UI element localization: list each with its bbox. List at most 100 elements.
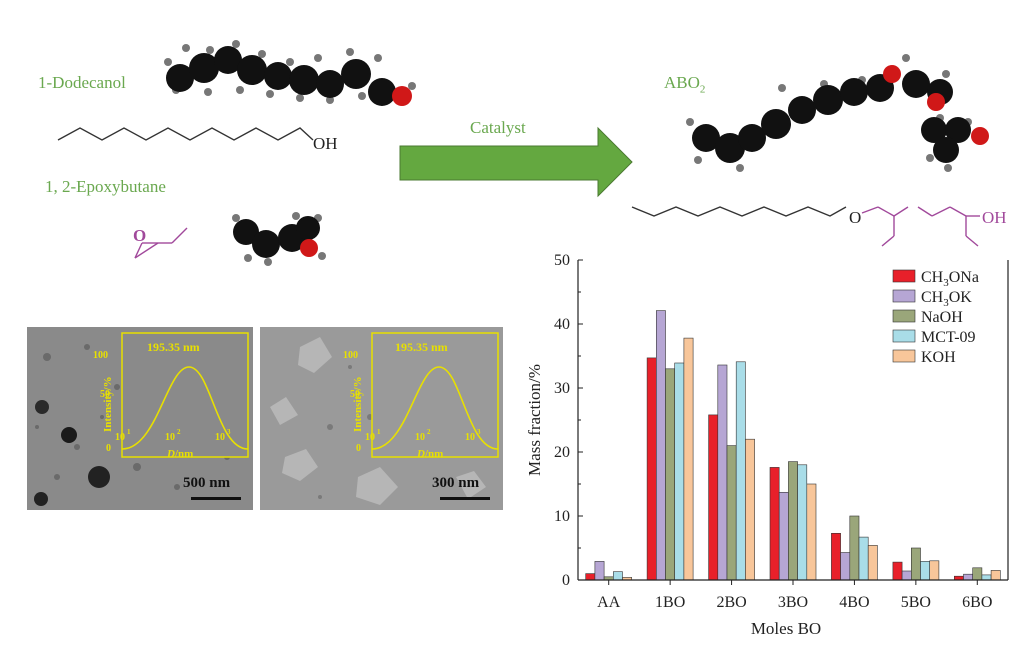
- bar-MCT-09-2BO: [735, 361, 746, 581]
- dodecanol-oh-label: OH: [313, 134, 338, 153]
- bar-KOH-5BO: [929, 560, 940, 581]
- legend-label-part-MCT-09-0: MCT-09: [921, 329, 976, 346]
- x-tick-label-4BO: 4BO: [839, 594, 869, 611]
- x-tick-label-5BO: 5BO: [901, 594, 931, 611]
- sem-left-xtick-base2: 10: [165, 432, 175, 443]
- sem-left-xtick-base1: 10: [115, 432, 125, 443]
- bar-MCT-09-AA: [612, 571, 623, 581]
- sem-right-inset-xlabel: D/nm: [416, 448, 443, 460]
- sem-right-xtick-exp2: 2: [427, 428, 431, 436]
- legend-label-part-CH3OK-0: CH: [921, 289, 944, 306]
- reactant2-label: 1, 2-Epoxybutane: [45, 177, 166, 196]
- reaction-arrow: [399, 126, 633, 198]
- product-molecule-model: [686, 54, 989, 172]
- sem-right-ytick-0: 0: [356, 443, 361, 454]
- dodecanol-structure: [57, 127, 314, 141]
- legend-label-part-CH3OK-2: OK: [949, 289, 973, 306]
- sem-right-xtick-base1: 10: [365, 432, 375, 443]
- sem-image-right: 195.35 nm Intensity/% 100 50 0 10 1 10 2…: [260, 327, 503, 510]
- sem-right-ytick-100: 100: [343, 350, 358, 361]
- sem-left-inset-xlabel-unit: /nm: [174, 448, 193, 460]
- product-label-base: ABO: [664, 73, 700, 92]
- sem-right-xtick-exp3: 3: [477, 428, 481, 436]
- legend-label-MCT-09: MCT-09: [921, 329, 976, 346]
- y-tick-label-40: 40: [554, 316, 570, 333]
- bar-KOH-6BO: [990, 570, 1001, 581]
- product-side-structure: [861, 206, 980, 247]
- sem-right-inset-xlabel-unit: /nm: [424, 448, 443, 460]
- epoxybutane-molecule-model: [232, 212, 326, 266]
- y-tick-label-30: 30: [554, 380, 570, 397]
- sem-left-scale-bar: [191, 497, 241, 500]
- legend-label-KOH: KOH: [921, 349, 956, 366]
- sem-left-inset-ylabel: Intensity/%: [102, 376, 114, 432]
- bar-CH3OK-AA: [594, 561, 605, 581]
- legend-label-part-CH3OK-1: 3: [943, 297, 949, 309]
- sem-right-ytick-50: 50: [350, 389, 360, 400]
- product-oh-label: OH: [982, 208, 1007, 227]
- sem-image-left: 195.35 nm Intensity/% 100 50 0 10 1 10 2…: [27, 327, 253, 510]
- bar-KOH-2BO: [745, 438, 755, 581]
- sem-right-xtick-base3: 10: [465, 432, 475, 443]
- bar-MCT-09-6BO: [981, 574, 992, 581]
- sem-left-inset-xlabel: D/nm: [166, 448, 193, 460]
- sem-left-peak-label: 195.35 nm: [147, 340, 200, 354]
- epoxide-o-label: O: [133, 226, 147, 245]
- sem-image-right-graphic: 195.35 nm Intensity/% 100 50 0 10 1 10 2…: [260, 327, 503, 510]
- y-tick-label-50: 50: [554, 252, 570, 269]
- bar-CH3ONa-5BO: [892, 561, 903, 581]
- bar-CH3ONa-3BO: [769, 467, 780, 581]
- legend-swatch-CH3ONa: [892, 269, 916, 283]
- bar-NaOH-4BO: [849, 515, 860, 581]
- bar-KOH-1BO: [683, 337, 694, 581]
- sem-right-scale-bar: [440, 497, 490, 500]
- bar-NaOH-1BO: [665, 368, 675, 581]
- epoxide-structure: [134, 227, 188, 259]
- sem-right-xtick-base2: 10: [415, 432, 425, 443]
- bar-NaOH-2BO: [726, 445, 737, 581]
- bar-KOH-3BO: [806, 483, 817, 581]
- sem-left-scale-label: 500 nm: [183, 475, 231, 491]
- x-tick-label-2BO: 2BO: [716, 594, 746, 611]
- sem-left-inset-xlabel-var: D: [166, 448, 175, 460]
- legend-swatch-NaOH: [892, 309, 916, 323]
- legend-label-NaOH: NaOH: [921, 309, 963, 326]
- x-tick-label-AA: AA: [597, 594, 621, 611]
- bar-MCT-09-4BO: [858, 536, 869, 581]
- bar-CH3ONa-AA: [585, 573, 596, 581]
- bar-MCT-09-3BO: [797, 464, 808, 581]
- product-label: ABO2: [664, 73, 705, 95]
- y-tick-label-20: 20: [554, 444, 570, 461]
- chart-xlabel: Moles BO: [751, 619, 821, 638]
- legend-label-part-CH3ONa-2: ONa: [949, 269, 979, 286]
- bar-CH3ONa-4BO: [831, 532, 841, 581]
- bar-CH3OK-2BO: [717, 364, 728, 581]
- x-tick-label-3BO: 3BO: [778, 594, 808, 611]
- bar-CH3OK-3BO: [778, 491, 789, 581]
- bar-CH3ONa-2BO: [708, 414, 719, 581]
- sem-right-inset-xlabel-var: D: [416, 448, 425, 460]
- sem-image-left-graphic: 195.35 nm Intensity/% 100 50 0 10 1 10 2…: [27, 327, 253, 510]
- sem-right-size-distribution-curve: [371, 366, 499, 450]
- bar-NaOH-6BO: [972, 567, 983, 581]
- legend-swatch-CH3OK: [892, 289, 916, 303]
- y-tick-label-10: 10: [554, 508, 570, 525]
- bar-NaOH-3BO: [788, 461, 798, 581]
- legend-label-part-NaOH-0: NaOH: [921, 309, 963, 326]
- x-tick-label-1BO: 1BO: [655, 594, 685, 611]
- legend-label-CH3ONa: CH3ONa: [921, 269, 979, 289]
- sem-right-scale-label: 300 nm: [432, 475, 480, 491]
- chart-ylabel: Mass fraction/%: [525, 364, 544, 476]
- bar-CH3OK-6BO: [963, 573, 973, 581]
- legend-label-part-CH3ONa-1: 3: [943, 277, 949, 289]
- sem-left-xtick-base3: 10: [215, 432, 225, 443]
- sem-right-inset-ylabel: Intensity/%: [352, 376, 364, 432]
- bar-NaOH-5BO: [910, 547, 921, 581]
- bar-MCT-09-1BO: [674, 362, 685, 581]
- legend-swatch-MCT-09: [892, 329, 916, 343]
- sem-left-ytick-50: 50: [100, 389, 110, 400]
- sem-right-xtick-exp1: 1: [377, 428, 381, 436]
- legend-label-CH3OK: CH3OK: [921, 289, 972, 309]
